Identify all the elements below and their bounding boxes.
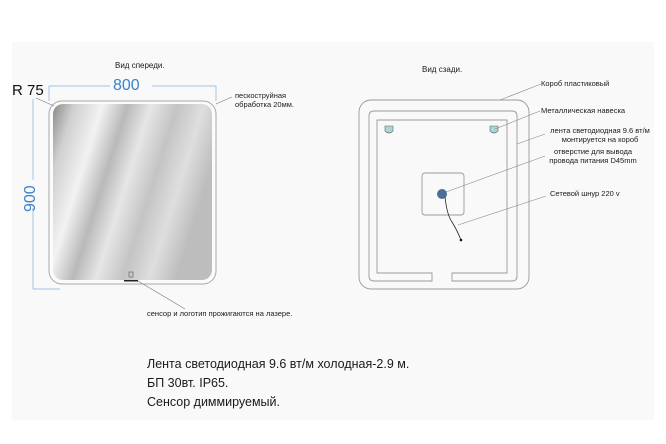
hanger-callout: Металлическая навеска bbox=[541, 106, 626, 115]
back-callout-lines bbox=[445, 83, 547, 226]
power-hole bbox=[437, 189, 447, 199]
front-callout-lines bbox=[35, 96, 233, 310]
width-dimension-label: 800 bbox=[113, 77, 140, 94]
logo-bar bbox=[124, 280, 138, 282]
width-dimension bbox=[48, 85, 217, 101]
led-strip-line-2: монтируется на короб bbox=[561, 135, 639, 144]
sandblast-line-1: пескоструйная bbox=[235, 91, 287, 100]
specs-block: Лента светодиодная 9.6 вт/м холодная-2.9… bbox=[147, 355, 409, 412]
cord-plug bbox=[459, 238, 463, 242]
hole-callout: отверстие для вывода провода питания D45… bbox=[543, 147, 643, 165]
led-strip-line-1: лента светодиодная 9.6 вт/м bbox=[550, 126, 650, 135]
height-dimension-label: 900 bbox=[22, 185, 39, 212]
sandblast-callout: пескоструйная обработка 20мм. bbox=[235, 91, 294, 109]
hanger-right bbox=[489, 125, 499, 134]
back-view-title: Вид сзади. bbox=[422, 65, 463, 74]
spec-line-1: Лента светодиодная 9.6 вт/м холодная-2.9… bbox=[147, 357, 410, 371]
spec-line-2: БП 30вт. IP65. bbox=[147, 376, 229, 390]
radius-label: R 75 bbox=[12, 82, 44, 99]
hole-line-1: отверстие для вывода bbox=[553, 147, 633, 156]
sensor-callout: сенсор и логотип прожигаются на лазере. bbox=[147, 309, 293, 318]
cord-callout: Сетевой шнур 220 v bbox=[550, 189, 620, 198]
spec-line-3: Сенсор диммируемый. bbox=[147, 395, 281, 409]
back-box bbox=[358, 99, 530, 290]
led-strip-callout: лента светодиодная 9.6 вт/м монтируется … bbox=[544, 126, 656, 144]
height-dimension bbox=[32, 99, 60, 290]
hole-line-2: провода питания D45mm bbox=[549, 156, 637, 165]
power-cord bbox=[444, 196, 462, 241]
box-callout: Короб пластиковый bbox=[541, 79, 610, 88]
sandblast-line-2: обработка 20мм. bbox=[235, 100, 294, 109]
front-mirror bbox=[48, 100, 217, 285]
hanger-left bbox=[384, 125, 394, 134]
sensor-icon bbox=[128, 271, 134, 278]
front-view-title: Вид спереди. bbox=[115, 61, 165, 70]
